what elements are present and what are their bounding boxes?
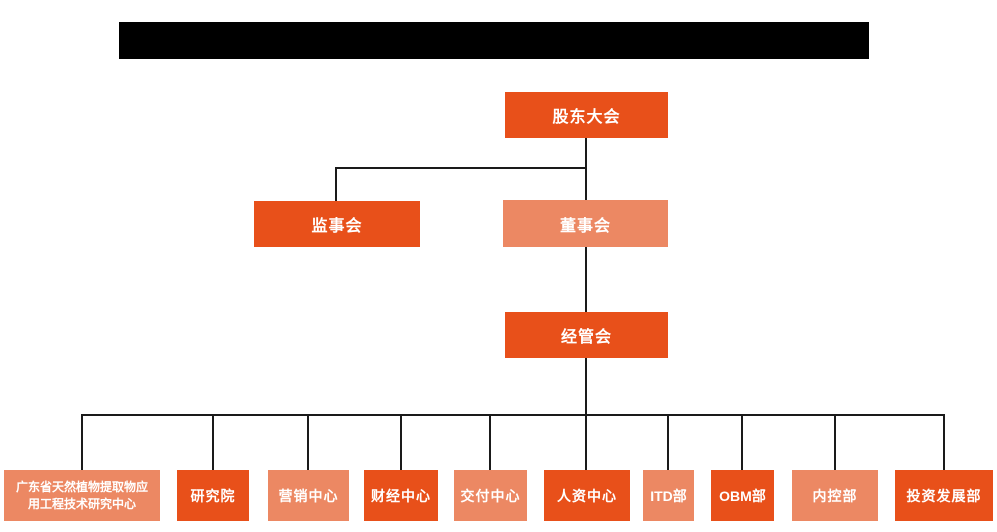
node-research-engineering-center: 广东省天然植物提取物应用工程技术研究中心 — [4, 470, 160, 521]
redacted-title-bar — [119, 22, 869, 59]
node-research-institute: 研究院 — [177, 470, 249, 521]
node-delivery-center: 交付中心 — [454, 470, 527, 521]
node-itd-department: ITD部 — [643, 470, 694, 521]
node-internal-control-department: 内控部 — [792, 470, 878, 521]
node-shareholders-meeting: 股东大会 — [505, 92, 668, 138]
node-board-of-directors: 董事会 — [503, 200, 668, 247]
node-hr-center: 人资中心 — [544, 470, 630, 521]
node-supervisory-board: 监事会 — [254, 201, 420, 247]
node-investment-development-department: 投资发展部 — [895, 470, 993, 521]
node-marketing-center: 营销中心 — [268, 470, 349, 521]
node-management-committee: 经管会 — [505, 312, 668, 358]
node-obm-department: OBM部 — [711, 470, 774, 521]
node-finance-center: 财经中心 — [364, 470, 438, 521]
